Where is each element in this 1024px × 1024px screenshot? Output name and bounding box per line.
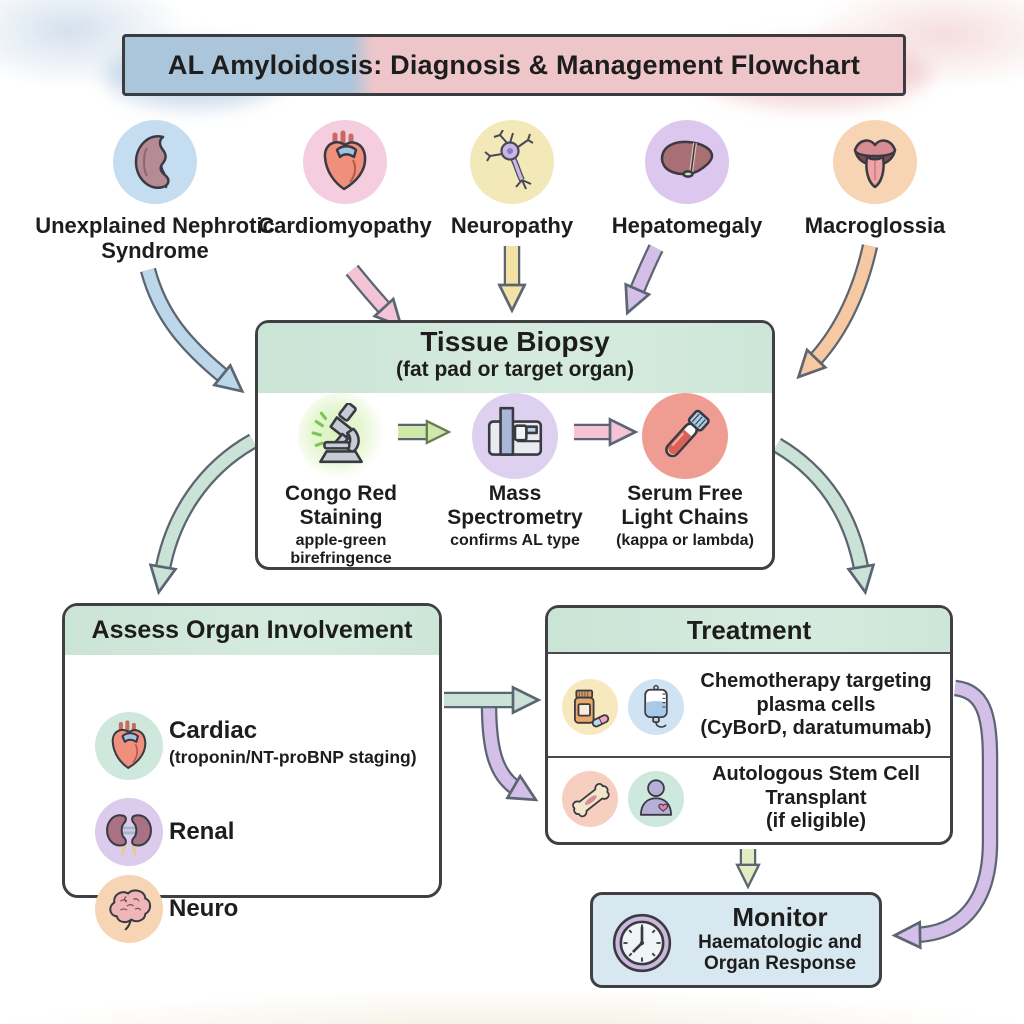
symptom-neuropathy: Neuropathy [392,120,632,239]
blood-tube-icon [642,393,728,479]
arrow-biopsy-to-treatment [772,437,862,573]
monitor-box: Monitor Haematologic and Organ Response [590,892,882,988]
tongue-icon [833,120,917,204]
treatment-title: Treatment [548,608,950,654]
biopsy-step-name: Serum Free Light Chains [621,482,749,530]
treatment-option-transplant: Autologous Stem Cell Transplant (if elig… [548,758,950,842]
symptom-label: Unexplained Nephrotic Syndrome [35,213,275,263]
biopsy-step-congo-red: Congo Red Staining apple-green birefring… [266,393,416,568]
mass-spectrometer-icon [472,393,558,479]
neuron-icon [470,120,554,204]
symptom-label: Neuropathy [450,213,574,238]
organ-label: Cardiac [169,717,258,744]
heart-icon [95,712,163,780]
brain-icon [95,875,163,943]
biopsy-step-mass-spec: Mass Spectrometry confirms AL type [440,393,590,550]
treatment-line: Autologous Stem Cell [712,763,920,785]
monitor-title: Monitor [732,902,828,932]
treatment-line: (CyBorD, daratumumab) [700,717,932,740]
symptom-hepatomegaly: Hepatomegaly [567,120,807,239]
tissue-biopsy-header: Tissue Biopsy (fat pad or target organ) [258,323,772,393]
page-title-text: AL Amyloidosis: Diagnosis & Management F… [167,49,861,80]
treatment-option-text: Autologous Stem Cell Transplant (if elig… [688,763,944,834]
watercolor-wash-bottom [0,992,1024,1024]
arrow-biopsy-to-assess [162,433,258,573]
monitor-subtitle-line2: Organ Response [703,953,857,975]
monitor-subtitle-line1: Haematologic and [698,931,862,953]
kidneys-icon [95,798,163,866]
iv-bag-icon [628,679,684,735]
treatment-line: Transplant [765,786,867,809]
clock-icon [609,910,675,976]
treatment-line: Chemotherapy targeting [700,670,932,692]
biopsy-step-light-chains: Serum Free Light Chains (kappa or lambda… [610,393,760,550]
biopsy-step-note: apple-green birefringence [290,532,392,568]
symptom-label: Cardiomyopathy [258,213,432,238]
microscope-icon [298,393,384,479]
biopsy-step-name: Congo Red Staining [285,482,397,530]
organ-note: (troponin/NT-proBNP staging) [169,747,417,767]
assess-organ-box: Assess Organ Involvement Cardiac (tropon… [62,603,442,943]
biopsy-step-name: Mass Spectrometry [447,482,583,530]
monitor-text: Monitor Haematologic and Organ Response [685,903,875,975]
treatment-option-chemo: Chemotherapy targeting plasma cells (CyB… [548,657,950,758]
assess-organ-title: Assess Organ Involvement [65,606,439,655]
organ-label: Renal [169,818,235,845]
symptom-label: Hepatomegaly [611,213,763,238]
treatment-line: (if eligible) [766,810,866,833]
bone-icon [562,771,618,827]
arrow-hepatomegaly-to-biopsy [635,244,664,295]
tissue-biopsy-box: Tissue Biopsy (fat pad or target organ) [255,320,775,570]
heart-icon [303,120,387,204]
symptom-macroglossia: Macroglossia [755,120,995,239]
tissue-biopsy-title: Tissue Biopsy [420,326,610,357]
symptom-nephrotic-syndrome: Unexplained Nephrotic Syndrome [35,120,275,263]
biopsy-step-note: confirms AL type [450,532,580,550]
symptom-cardiomyopathy: Cardiomyopathy [225,120,465,239]
arrow-cardiomyopathy-to-biopsy [345,264,388,312]
arrow-nephrotic-to-biopsy [140,267,227,379]
treatment-option-text: Chemotherapy targeting plasma cells (CyB… [688,670,944,741]
organ-label: Neuro [169,895,239,922]
kidney-icon [113,120,197,204]
page-title: AL Amyloidosis: Diagnosis & Management F… [122,34,906,96]
arrow-assess-to-transplant [480,702,519,790]
tissue-biopsy-subtitle: (fat pad or target organ) [395,357,634,381]
liver-icon [645,120,729,204]
treatment-line: plasma cells [756,693,876,716]
symptom-label: Macroglossia [804,213,946,238]
pill-bottle-icon [562,679,618,735]
treatment-box: Treatment [545,605,953,845]
arrow-macroglossia-to-biopsy [812,244,879,363]
biopsy-step-note: (kappa or lambda) [616,532,754,550]
patient-icon [628,771,684,827]
